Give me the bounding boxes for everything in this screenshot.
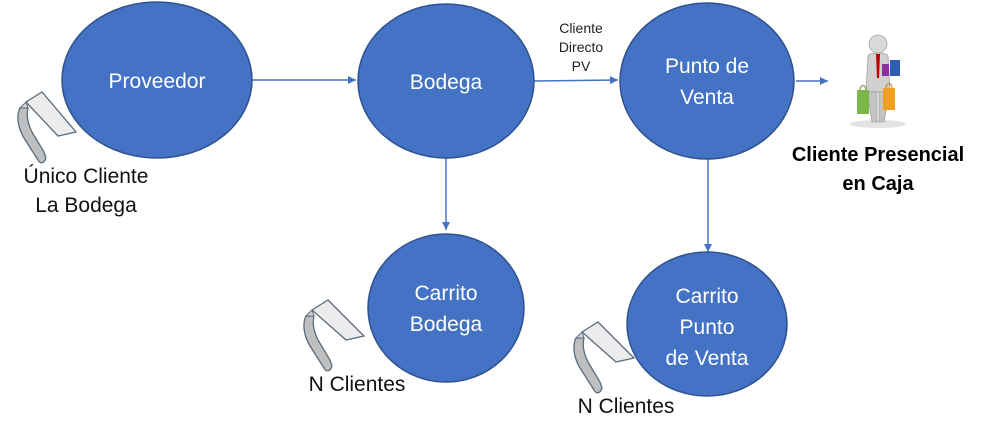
node-label-line2: Venta (680, 86, 734, 109)
page-curl-note-icon (17, 91, 78, 164)
edge-label-line3: PV (572, 58, 591, 74)
edge-label-line1: Cliente (559, 20, 603, 36)
note-line1: Cliente Presencial (792, 144, 964, 166)
node-carrito-bodega: Carrito Bodega (367, 233, 525, 383)
edge-label-cliente-directo-pv: Cliente Directo PV (559, 20, 604, 74)
edge-label-line2: Directo (559, 39, 604, 55)
node-proveedor: Proveedor (61, 1, 253, 159)
node-label-line2: Punto (680, 316, 735, 339)
node-bodega: Bodega (357, 3, 535, 159)
note-cliente-presencial: Cliente Presencial en Caja (792, 144, 964, 195)
note-line1: Único Cliente (24, 165, 149, 188)
note-line2: en Caja (842, 173, 914, 195)
node-label-line2: Bodega (410, 313, 483, 336)
node-label-line1: Punto de (665, 55, 749, 78)
note-line2: La Bodega (35, 194, 137, 217)
note-n-clientes-bodega: N Clientes (309, 373, 406, 396)
edge-bodega-puntoventa (533, 76, 619, 85)
node-label-line3: de Venta (666, 347, 749, 370)
note-n-clientes-pv: N Clientes (578, 395, 675, 418)
node-label-line1: Carrito (414, 282, 477, 305)
node-label-line1: Carrito (675, 285, 738, 308)
page-curl-note-icon (303, 299, 366, 372)
node-punto-de-venta: Punto de Venta (619, 2, 795, 160)
node-carrito-punto-de-venta: Carrito Punto de Venta (626, 251, 788, 397)
node-label: Bodega (410, 71, 483, 94)
note-unico-cliente: Único Cliente La Bodega (24, 165, 149, 217)
node-label: Proveedor (109, 70, 206, 93)
shopper-with-bags-icon (850, 34, 906, 128)
page-curl-note-icon (573, 321, 636, 394)
